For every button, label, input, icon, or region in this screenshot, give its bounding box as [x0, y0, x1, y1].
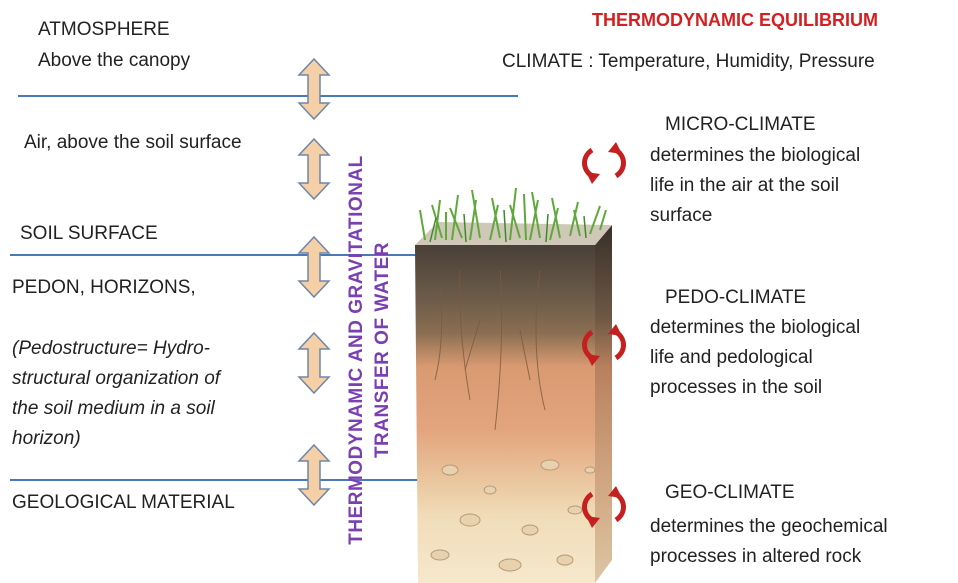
- geological-material-label: GEOLOGICAL MATERIAL: [12, 492, 235, 513]
- cycle-arrow-icon: [582, 142, 626, 184]
- boundary-line-canopy: [18, 95, 518, 97]
- water-transfer-label-line1: THERMODYNAMIC AND GRAVITATIONAL: [346, 155, 367, 545]
- pedostructure-note-4: horizon): [12, 428, 81, 449]
- pedo-climate-desc-1: determines the biological: [650, 317, 861, 338]
- pedostructure-note-1: (Pedostructure= Hydro-: [12, 338, 210, 359]
- water-transfer-label: THERMODYNAMIC AND GRAVITATIONAL TRANSFER…: [344, 140, 396, 560]
- pedo-climate-heading: PEDO-CLIMATE: [665, 287, 807, 308]
- cycle-arrow-icon: [582, 486, 626, 528]
- boundary-line-soil-surface: [10, 254, 513, 256]
- micro-climate-desc-2: life in the air at the soil: [650, 175, 840, 196]
- boundary-line-geological: [10, 479, 518, 481]
- geo-climate-desc-1: determines the geochemical: [650, 516, 888, 537]
- pedostructure-note-2: structural organization of: [12, 368, 221, 389]
- soil-surface-label: SOIL SURFACE: [20, 223, 158, 244]
- geo-climate-heading: GEO-CLIMATE: [665, 482, 795, 503]
- atmosphere-label: ATMOSPHERE: [38, 19, 170, 40]
- micro-climate-desc-1: determines the biological: [650, 145, 861, 166]
- pedo-climate-desc-3: processes in the soil: [650, 377, 823, 398]
- double-arrow-3: [297, 235, 331, 299]
- double-arrow-2: [297, 137, 331, 201]
- pedon-label: PEDON, HORIZONS,: [12, 277, 196, 298]
- geo-climate-desc-2: processes in altered rock: [650, 546, 862, 567]
- double-arrow-1: [297, 57, 331, 121]
- micro-climate-heading: MICRO-CLIMATE: [665, 114, 816, 135]
- water-transfer-label-line2: TRANSFER OF WATER: [372, 241, 393, 459]
- micro-climate-desc-3: surface: [650, 205, 713, 226]
- double-arrow-5: [297, 443, 331, 507]
- climate-label: CLIMATE : Temperature, Humidity, Pressur…: [502, 51, 875, 72]
- soil-profile-illustration: [415, 187, 612, 583]
- double-arrow-4: [297, 331, 331, 395]
- pedostructure-note-3: the soil medium in a soil: [12, 398, 215, 419]
- pedo-climate-desc-2: life and pedological: [650, 347, 813, 368]
- cycle-arrow-icon: [582, 324, 626, 366]
- air-label: Air, above the soil surface: [24, 132, 242, 153]
- atmosphere-sublabel: Above the canopy: [38, 50, 191, 71]
- diagram-title: THERMODYNAMIC EQUILIBRIUM: [592, 10, 878, 30]
